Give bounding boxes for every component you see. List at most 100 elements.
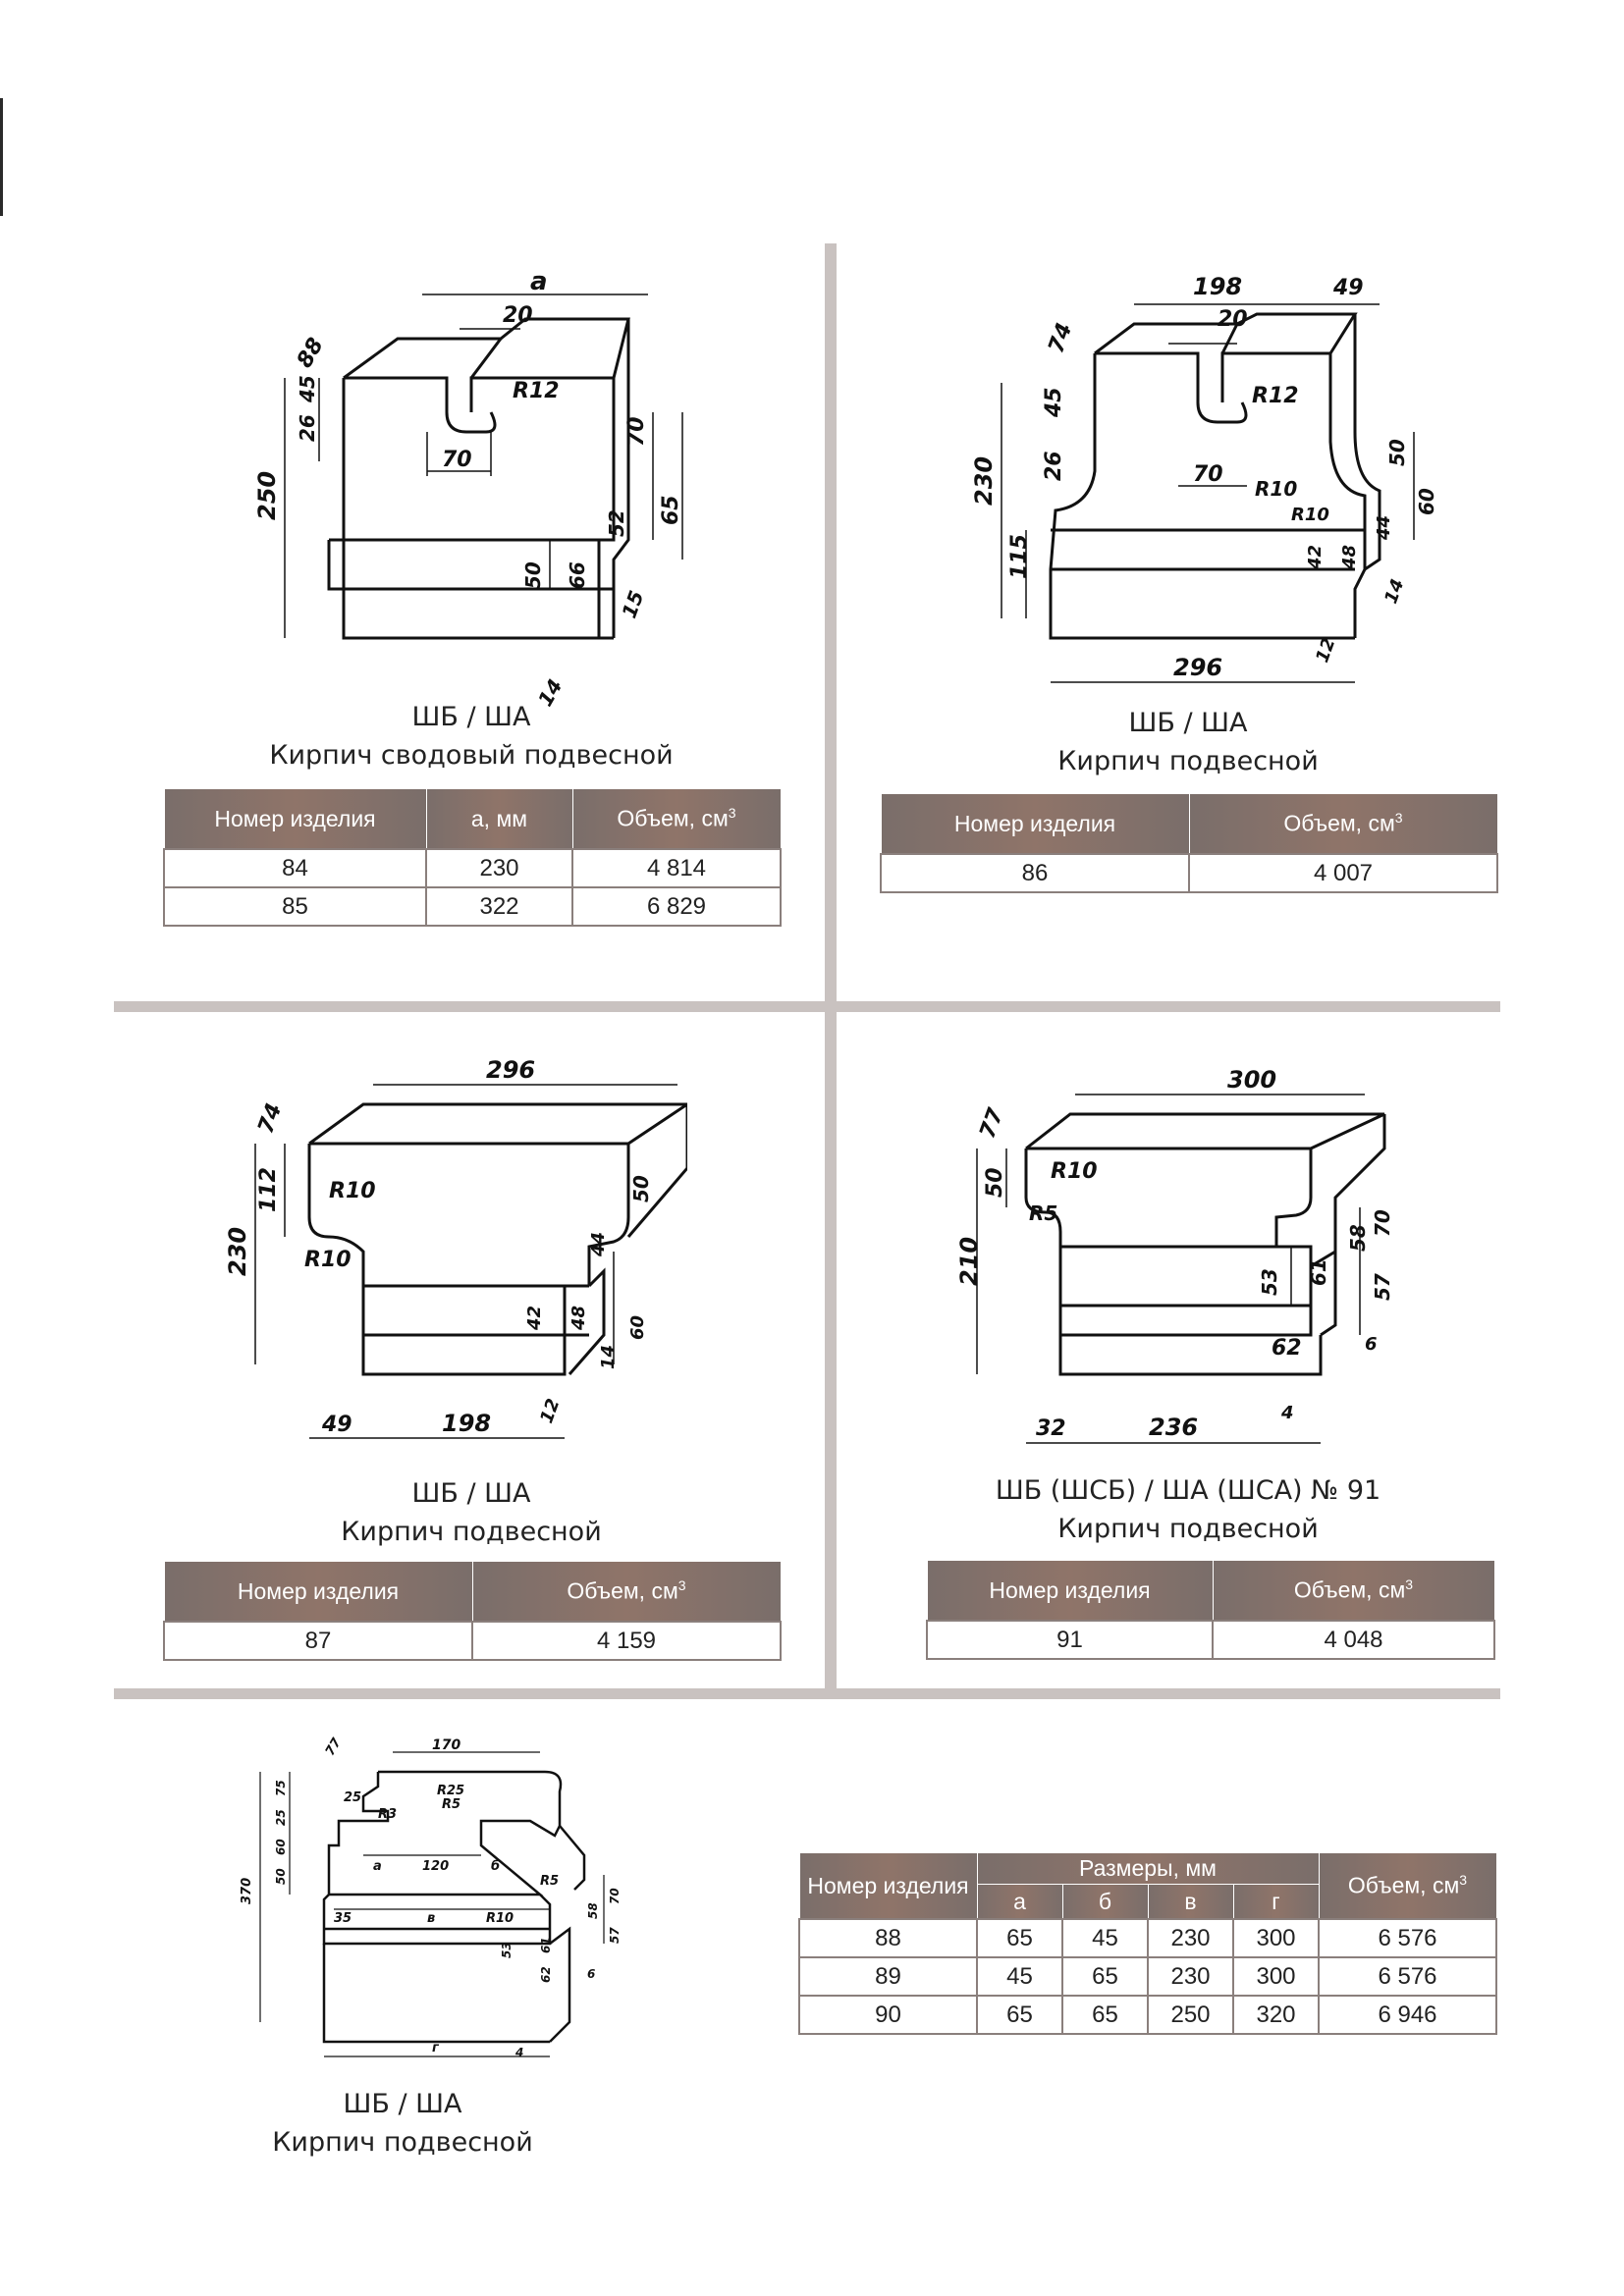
cell: 45 xyxy=(1061,1918,1149,1958)
d3-dim-3: R10 xyxy=(329,1179,376,1203)
d1-dim-2: 88 xyxy=(293,334,329,372)
d5-dim-19: 70 xyxy=(608,1888,622,1904)
cell: 322 xyxy=(425,886,573,927)
d4-dim-13: 32 xyxy=(1036,1416,1066,1441)
d5-dim-21: 61 xyxy=(539,1937,553,1953)
d5-dim-4: R3 xyxy=(378,1807,397,1822)
cell: 86 xyxy=(880,853,1190,893)
col-header-g: г xyxy=(1232,1884,1320,1920)
d5-dim-22: 57 xyxy=(608,1927,622,1944)
table-block-3: Номер изделия Объем, см3 87 4 159 xyxy=(163,1561,782,1661)
d5-dim-8: 60 xyxy=(274,1839,288,1855)
col-header-b: б xyxy=(1061,1884,1149,1920)
d3-dim-5: 230 xyxy=(224,1227,251,1276)
d2-dim-11: 44 xyxy=(1374,515,1394,541)
d5-dim-6: 75 xyxy=(274,1780,288,1796)
d2-dim-4: 45 xyxy=(1042,387,1066,418)
table-row: 89 45 65 230 300 6 576 xyxy=(798,1956,1497,1997)
d4-dim-12: 6 xyxy=(1365,1334,1378,1355)
cell: 4 159 xyxy=(471,1621,782,1661)
d2-dim-15: 42 xyxy=(1305,545,1326,570)
col-header-number: Номер изделия xyxy=(926,1560,1214,1622)
d1-dim-6: 70 xyxy=(442,448,472,472)
d5-dim-9: 50 xyxy=(274,1868,288,1885)
d3-dim-8: 42 xyxy=(524,1306,545,1331)
table-row: 84 230 4 814 xyxy=(163,848,782,888)
d3-dim-6: 50 xyxy=(629,1175,653,1202)
d2-dim-1: 49 xyxy=(1332,276,1364,300)
cell: 85 xyxy=(163,886,427,927)
d5-dim-24: 6 xyxy=(587,1967,595,1981)
table-header-row: Номер изделия Размеры, мм Объем, см3 xyxy=(798,1851,1497,1920)
d2-dim-6: 26 xyxy=(1042,451,1066,481)
d5-dim-17: R10 xyxy=(486,1911,514,1926)
drawing-brick-86: 198 49 20 74 45 R12 26 70 R10 R10 50 44 … xyxy=(970,273,1438,683)
d1-dim-12: 66 xyxy=(566,561,589,589)
cell: 65 xyxy=(1061,1956,1149,1997)
cell: 320 xyxy=(1232,1995,1320,2035)
d5-dim-2: 25 xyxy=(344,1790,361,1805)
cell: 65 xyxy=(976,1995,1063,2035)
col-header-volume: Объем, см3 xyxy=(1188,793,1498,855)
d1-dim-11: 50 xyxy=(521,561,545,589)
divider-vertical xyxy=(825,243,837,1688)
page-edge-mark xyxy=(0,98,3,216)
d5-dim-18: 58 xyxy=(586,1902,600,1919)
series-label: ШБ (ШСБ) / ША (ШСА) № 91 xyxy=(995,1475,1381,1506)
d2-dim-18: 14 xyxy=(1380,576,1408,607)
d5-dim-3: R25 xyxy=(437,1784,464,1798)
cell: 87 xyxy=(163,1621,473,1661)
table-header-row: Номер изделия Объем, см3 xyxy=(880,793,1498,855)
d1-dim-9: 52 xyxy=(605,509,628,537)
d5-dim-15: 35 xyxy=(334,1911,352,1926)
d2-dim-8: R10 xyxy=(1255,477,1297,501)
d4-dim-10: 57 xyxy=(1371,1273,1394,1301)
d2-dim-5: R12 xyxy=(1252,384,1299,408)
col-header-volume: Объем, см3 xyxy=(1212,1560,1495,1622)
d4-dim-0: 300 xyxy=(1227,1066,1276,1094)
d2-dim-2: 20 xyxy=(1218,307,1248,332)
cell: 4 814 xyxy=(571,848,782,888)
col-header-number: Номер изделия xyxy=(798,1852,978,1920)
col-header-a: а xyxy=(976,1884,1063,1920)
d5-dim-13: б xyxy=(491,1859,500,1874)
d3-dim-13: 198 xyxy=(442,1410,491,1437)
caption-block-2: ШБ / ША Кирпич подвесной xyxy=(903,704,1473,780)
series-label: ШБ / ША xyxy=(343,2089,462,2119)
d5-dim-0: 77 xyxy=(323,1735,346,1758)
d4-dim-8: 53 xyxy=(1258,1268,1281,1296)
d5-dim-7: 25 xyxy=(274,1809,288,1826)
d4-dim-11: 62 xyxy=(1272,1336,1302,1361)
d2-dim-3: 74 xyxy=(1044,320,1077,356)
d3-dim-2: 112 xyxy=(256,1167,281,1212)
divider-horizontal-2 xyxy=(114,1688,1500,1699)
table-block-1: Номер изделия а, мм Объем, см3 84 230 4 … xyxy=(163,788,782,927)
col-header-volume: Объем, см3 xyxy=(1318,1852,1497,1920)
d4-dim-4: R5 xyxy=(1029,1201,1057,1225)
cell: 65 xyxy=(1061,1995,1149,2035)
d5-dim-1: 170 xyxy=(432,1737,460,1753)
table-row: 85 322 6 829 xyxy=(163,886,782,927)
drawing-brick-87: 296 74 112 R10 R10 230 50 44 42 48 14 60… xyxy=(224,1056,687,1439)
product-title: Кирпич подвесной xyxy=(272,2127,533,2158)
series-label: ШБ / ША xyxy=(411,702,531,732)
drawing-brick-91: 300 77 50 R10 R5 210 58 70 53 61 57 62 6… xyxy=(955,1066,1394,1444)
d3-dim-0: 296 xyxy=(486,1056,535,1084)
d5-dim-14: R5 xyxy=(540,1874,559,1889)
cell: 65 xyxy=(976,1918,1063,1958)
d2-dim-12: 60 xyxy=(1415,488,1438,515)
d2-dim-9: R10 xyxy=(1291,505,1329,525)
d4-dim-15: 4 xyxy=(1280,1403,1294,1423)
cell: 250 xyxy=(1147,1995,1234,2035)
cell: 6 576 xyxy=(1318,1918,1497,1958)
d1-dim-3: 26 xyxy=(296,414,319,442)
caption-block-3: ШБ / ША Кирпич подвесной xyxy=(187,1474,756,1551)
cell: 91 xyxy=(926,1620,1214,1660)
col-header-number: Номер изделия xyxy=(880,793,1190,855)
product-title: Кирпич подвесной xyxy=(341,1517,602,1547)
col-header-a: а, мм xyxy=(425,788,573,850)
table-row: 90 65 65 250 320 6 946 xyxy=(798,1995,1497,2035)
col-header-number: Номер изделия xyxy=(163,788,427,850)
d3-dim-9: 48 xyxy=(568,1306,589,1331)
d5-dim-12: 120 xyxy=(422,1859,449,1874)
